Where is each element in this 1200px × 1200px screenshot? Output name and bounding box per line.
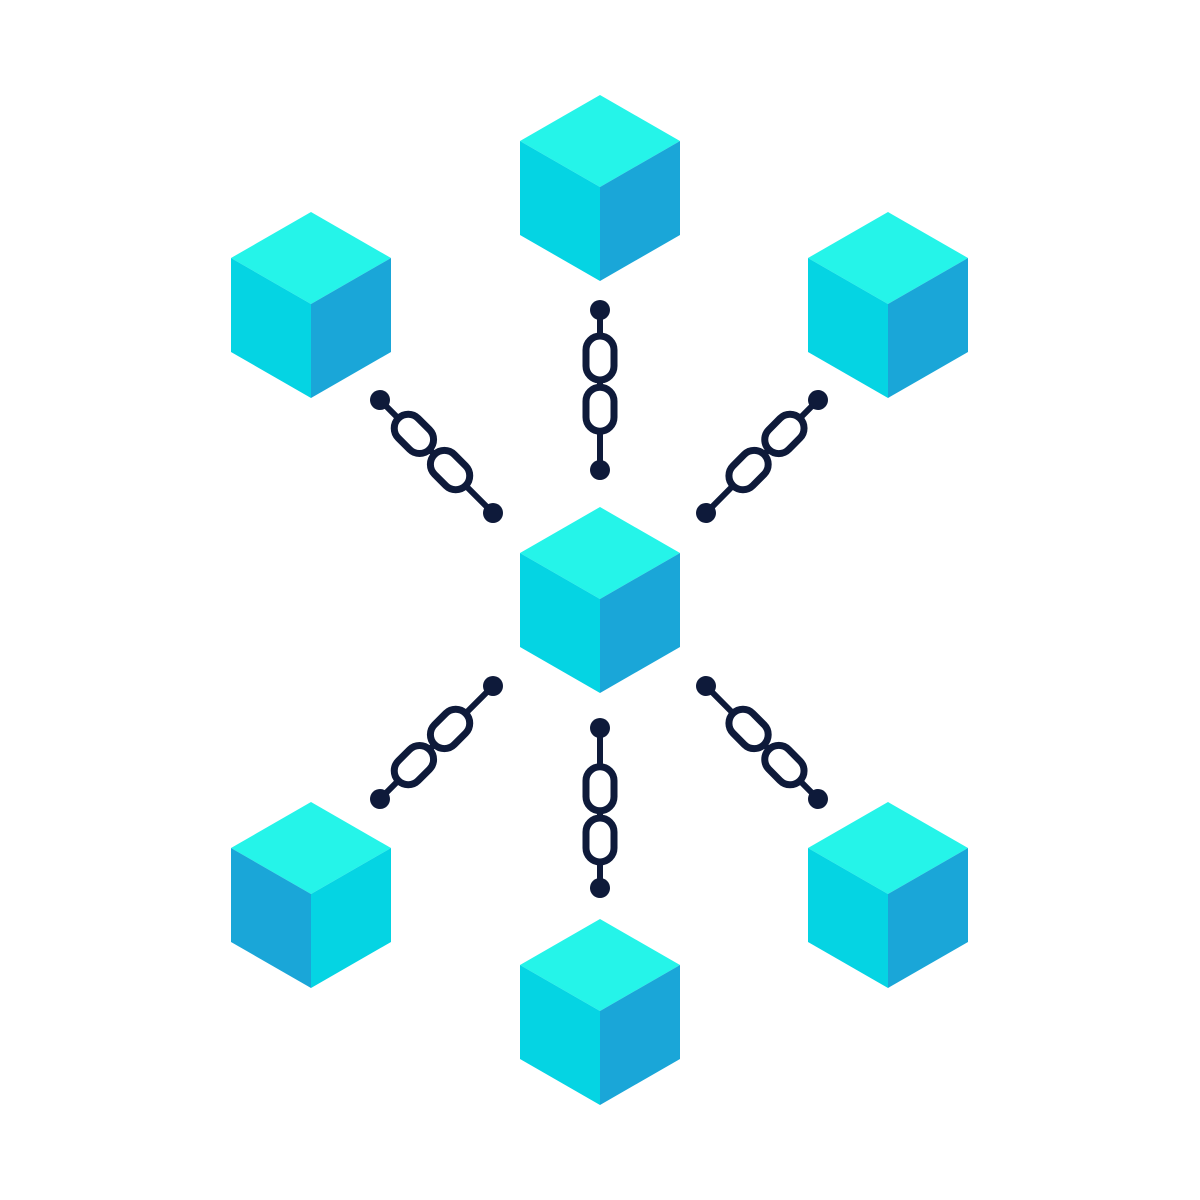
chain-link	[426, 705, 474, 753]
cube-right-face	[888, 258, 968, 398]
chain-end-dot	[369, 789, 390, 810]
cube-left-face	[520, 553, 600, 693]
top-block	[520, 95, 680, 281]
lower-left-block	[231, 802, 391, 988]
lower-right-block	[808, 802, 968, 988]
chain-link-icon	[696, 676, 829, 810]
chain-link	[582, 383, 618, 435]
chain-link	[582, 814, 618, 866]
chain-link	[582, 332, 618, 384]
chain-link	[725, 446, 772, 494]
chain-end-dot	[590, 878, 610, 898]
cube-left-face	[231, 258, 311, 398]
cube-left-face	[808, 848, 888, 988]
chain-link-icon	[582, 718, 618, 898]
cube-right-face	[311, 258, 391, 398]
chain-end-dot	[590, 718, 610, 738]
chain-end-dot	[590, 300, 610, 320]
cube-left-face	[520, 141, 600, 281]
chain-links	[369, 300, 829, 898]
upper-right-block	[808, 212, 968, 398]
chain-end-dot	[696, 676, 716, 696]
chain-link-icon	[369, 676, 503, 810]
cube-right-face	[600, 965, 680, 1105]
chain-end-dot	[808, 389, 829, 410]
chain-end-dot	[696, 503, 716, 523]
cube-left-face	[231, 848, 311, 988]
chain-link	[725, 705, 772, 753]
chain-end-dot	[590, 460, 610, 480]
cube-right-face	[600, 553, 680, 693]
chain-end-dot	[483, 676, 503, 696]
chain-link	[761, 741, 808, 789]
cube-right-face	[600, 141, 680, 281]
upper-left-block	[231, 212, 391, 398]
chain-link-icon	[696, 389, 829, 523]
chain-end-dot	[369, 389, 390, 410]
chain-link-icon	[369, 389, 503, 523]
cube-left-face	[808, 258, 888, 398]
chain-link	[761, 410, 808, 458]
blocks	[231, 95, 968, 1105]
chain-link	[426, 446, 474, 494]
chain-link-icon	[582, 300, 618, 480]
chain-link	[582, 763, 618, 815]
chain-link	[390, 741, 438, 789]
chain-end-dot	[483, 503, 503, 523]
bottom-block	[520, 919, 680, 1105]
center-block	[520, 507, 680, 693]
chain-end-dot	[808, 789, 829, 810]
cube-right-face	[888, 848, 968, 988]
cube-right-face	[311, 848, 391, 988]
cube-left-face	[520, 965, 600, 1105]
